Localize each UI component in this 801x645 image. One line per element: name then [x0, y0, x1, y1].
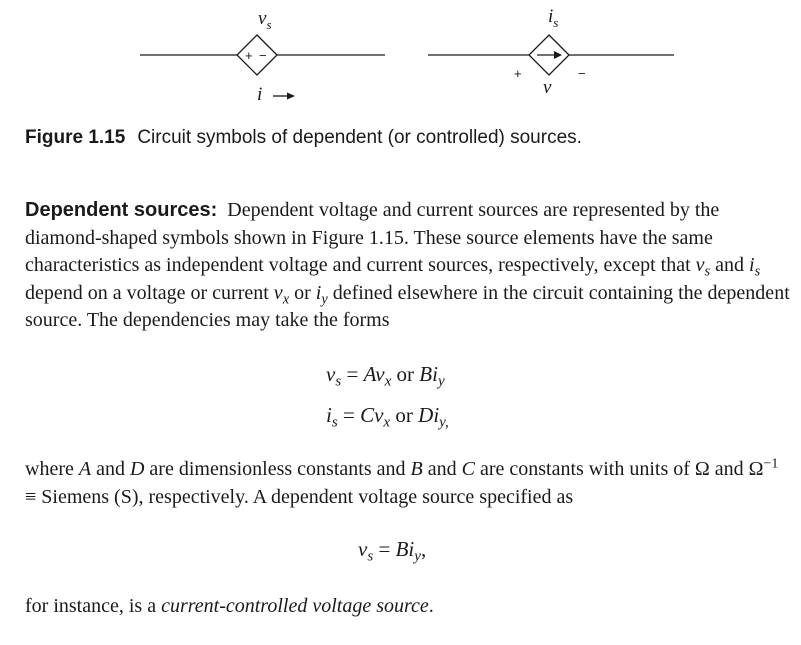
equation-voltage-dependency: vs = Avx or Biy [326, 362, 445, 390]
figure-caption-text: Circuit symbols of dependent (or control… [137, 127, 582, 148]
voltage-source-vs-label: vs [258, 8, 272, 32]
dependent-sources-paragraph: Dependent sources:Dependent voltage and … [25, 199, 790, 331]
current-source-voltage-label: v [543, 77, 552, 98]
example-paragraph: for instance, is a current-controlled vo… [25, 595, 434, 617]
voltage-source-diamond [236, 34, 278, 76]
equation-current-dependency: is = Cvx or Diy, [326, 403, 449, 431]
figure-caption: Figure 1.15 Circuit symbols of dependent … [25, 127, 582, 149]
current-direction-arrow-icon [273, 92, 295, 100]
current-source-minus: − [578, 66, 586, 81]
constants-paragraph: where A and D are dimensionless constant… [25, 456, 779, 508]
ccvs-term: current-controlled voltage source [161, 595, 429, 617]
dependent-sources-figure: + − vs i is + − v [140, 6, 674, 105]
current-source-is-label: is [548, 6, 558, 30]
source-direction-arrow-icon [537, 51, 562, 59]
figure-label: Figure 1.15 [25, 127, 126, 148]
current-source-plus: + [514, 66, 522, 81]
dependent-current-source-symbol: is + − v [428, 6, 674, 98]
voltage-source-plus: + [245, 48, 253, 63]
equation-ccvs-example: vs = Biy, [358, 537, 427, 565]
section-lead: Dependent sources: [25, 199, 218, 221]
voltage-source-minus: − [259, 48, 267, 63]
dependent-voltage-source-symbol: + − vs i [140, 8, 385, 105]
voltage-source-current-label: i [257, 84, 262, 105]
